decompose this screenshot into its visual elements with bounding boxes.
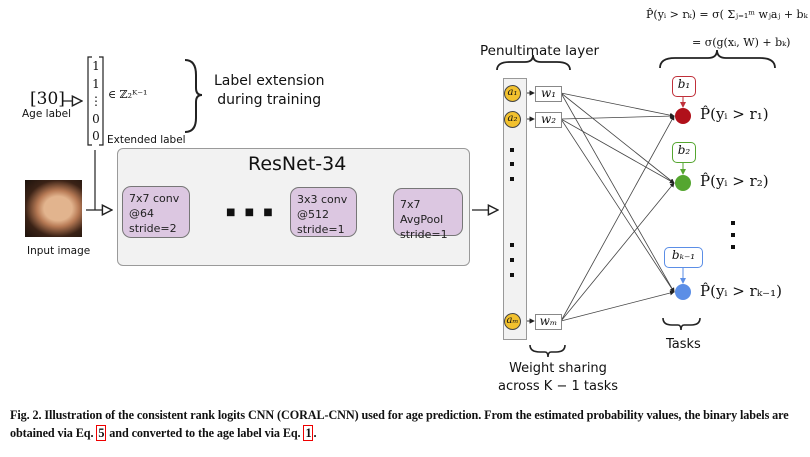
bias-box: b₁ <box>672 76 696 97</box>
conv-layer-last: 3x3 conv @512 stride=1 <box>290 187 357 237</box>
conv-layer-first: 7x7 conv @64 stride=2 <box>122 186 190 238</box>
bias-box: bₖ₋₁ <box>664 247 703 268</box>
vector-entry: ⋮ <box>90 94 102 108</box>
label-extension-text: Label extension during training <box>214 72 324 110</box>
vector-entry: 0 <box>92 111 100 126</box>
formula-line-1: P̂(yᵢ > rₖ) = σ( Σⱼ₌₁ᵐ wⱼaⱼ + bₖ ) <box>646 8 810 21</box>
ellipsis-dot <box>510 258 514 262</box>
layer-text: 3x3 conv <box>297 193 348 206</box>
figure-caption: Fig. 2. Illustration of the consistent r… <box>10 406 805 442</box>
layer-text: stride=1 <box>400 228 448 241</box>
task-output-node <box>675 284 691 300</box>
weight-connection <box>560 113 675 120</box>
input-face-image <box>25 180 82 237</box>
penultimate-title: Penultimate layer <box>480 43 600 59</box>
vector-entry: 1 <box>92 76 100 91</box>
input-image-label: Input image <box>27 245 91 257</box>
ellipsis-dot <box>510 148 514 152</box>
ellipsis-dot <box>510 243 514 247</box>
probability-label: P̂(yᵢ > r₂) <box>700 172 769 190</box>
probability-label: P̂(yᵢ > rₖ₋₁) <box>700 282 782 300</box>
caption-text: and converted to the age label via Eq. <box>106 426 304 440</box>
probability-label: P̂(yᵢ > r₁) <box>700 105 769 123</box>
layer-text: stride=1 <box>297 223 345 236</box>
caption-text: . <box>313 426 317 440</box>
weight-box: wₘ <box>535 314 562 330</box>
layer-text: @64 <box>129 207 154 220</box>
ellipsis-dot <box>510 162 514 166</box>
weight-connection <box>560 92 675 184</box>
extended-label-caption: Extended label <box>107 134 186 146</box>
ellipsis-dot <box>731 245 735 249</box>
label-extension-brace <box>184 59 203 133</box>
task-output-node <box>675 175 691 191</box>
formula-line-2: = σ(g(xᵢ, W) + bₖ) <box>692 36 791 49</box>
resnet-title: ResNet-34 <box>248 153 347 175</box>
weight-connection <box>560 182 675 322</box>
label-extension-line: Label extension <box>214 73 325 89</box>
penultimate-brace <box>496 54 571 71</box>
extended-label-vector: 1 1 ⋮ 0 0 <box>90 58 102 146</box>
activation-node: aₘ <box>504 313 521 330</box>
layers-ellipsis: ■ ■ ■ <box>226 207 276 218</box>
layer-text: 7x7 AvgPool <box>400 198 444 226</box>
tasks-label: Tasks <box>666 337 701 352</box>
task-output-node <box>675 108 691 124</box>
weight-sharing-text: Weight sharing across K − 1 tasks <box>498 360 618 396</box>
layer-text: stride=2 <box>129 222 177 235</box>
equation-link[interactable]: 1 <box>303 425 314 441</box>
ellipsis-dot <box>731 221 735 225</box>
weight-box: w₂ <box>535 112 562 128</box>
avgpool-layer: 7x7 AvgPool stride=1 <box>393 188 463 241</box>
equation-link[interactable]: 5 <box>96 425 107 441</box>
activation-node: a₂ <box>504 111 521 128</box>
weight-sharing-line: Weight sharing <box>509 361 607 376</box>
weight-box: w₁ <box>535 86 562 102</box>
age-value: [30] <box>30 89 65 109</box>
caption-text: Fig. 2. Illustration of the consistent r… <box>10 408 789 440</box>
ellipsis-dot <box>510 273 514 277</box>
weight-connection <box>560 92 675 118</box>
weight-connection <box>560 290 675 322</box>
weight-connection <box>560 115 675 322</box>
weight-connection <box>560 92 675 293</box>
ellipsis-dot <box>731 233 735 237</box>
weights-brace <box>529 344 566 358</box>
label-membership: ∈ ℤ₂ᴷ⁻¹ <box>108 88 148 101</box>
vector-entry: 1 <box>92 59 100 73</box>
bias-box: b₂ <box>672 142 696 163</box>
formula-brace <box>659 49 776 69</box>
vector-entry: 0 <box>92 129 100 143</box>
age-label: Age label <box>22 108 72 120</box>
weight-sharing-line: across K − 1 tasks <box>498 379 619 394</box>
weight-connection <box>560 118 675 293</box>
label-extension-line: during training <box>217 92 322 108</box>
tasks-brace <box>662 317 701 331</box>
layer-text: 7x7 conv <box>129 192 180 205</box>
layer-text: @512 <box>297 208 329 221</box>
weight-connection <box>560 118 675 184</box>
ellipsis-dot <box>510 177 514 181</box>
activation-node: a₁ <box>504 85 521 102</box>
